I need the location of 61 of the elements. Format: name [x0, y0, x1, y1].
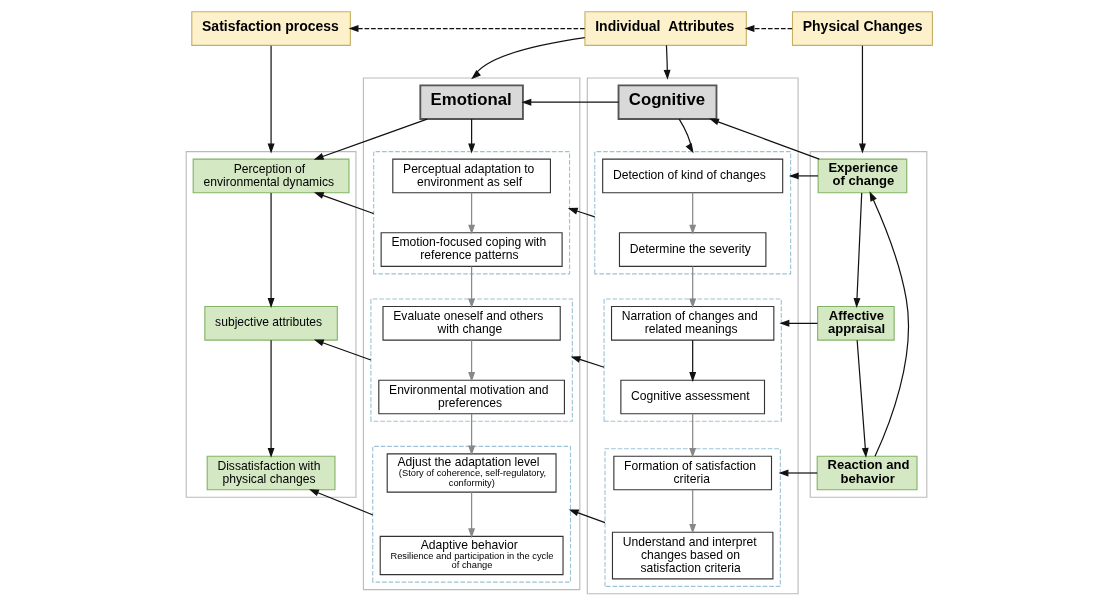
arrow: [467, 192, 475, 235]
arrow: [688, 489, 696, 534]
node-box: Cognitive assessment: [619, 379, 765, 415]
arrow: [267, 192, 275, 308]
arrow: [267, 45, 275, 154]
arrow: [467, 491, 475, 539]
arrow: [467, 413, 475, 456]
node-box: Physical Changes: [791, 11, 933, 46]
node-box: Reaction and behavior: [816, 455, 918, 491]
arrow: [688, 192, 696, 235]
arrow: [570, 356, 605, 368]
arrow: [856, 339, 869, 458]
arrow: [308, 489, 373, 516]
node-box: Environmental motivation and preferences: [377, 379, 565, 415]
arrow: [678, 118, 694, 154]
node-box: Dissatisfaction with physical changes: [206, 455, 336, 491]
node-box: Narration of changes and related meanings: [610, 305, 774, 341]
node-box: Detection of kind of changes: [601, 158, 783, 194]
arrow: [520, 98, 619, 106]
node-box: Affective appraisal: [816, 305, 895, 341]
node-box: Emotional: [418, 84, 524, 120]
cluster: [372, 151, 570, 275]
arrow: [688, 413, 696, 458]
arrow: [688, 339, 696, 382]
arrow: [708, 118, 820, 160]
arrow: [788, 172, 819, 180]
node-box: Understand and interpret changes based on satisfaction criteria: [611, 531, 773, 580]
node-box: Determine the severity: [618, 232, 766, 267]
arrow: [467, 118, 475, 154]
arrow: [567, 207, 595, 218]
node-box: Individual Attributes: [583, 11, 747, 46]
cluster: [593, 151, 791, 275]
node-box: Evaluate oneself and others with change: [381, 305, 561, 341]
arrow: [470, 37, 585, 80]
arrow: [313, 118, 428, 160]
arrow: [348, 25, 585, 32]
arrow: [467, 339, 475, 382]
arrow: [663, 44, 671, 80]
cluster: [809, 151, 927, 498]
arrow: [467, 265, 475, 309]
node-box: Formation of satisfaction criteria: [612, 455, 772, 491]
node-box: Satisfaction process: [190, 11, 351, 46]
arrow: [313, 192, 374, 215]
arrow: [778, 469, 818, 477]
arrow: [858, 45, 866, 154]
arrow: [688, 265, 696, 309]
arrow: [778, 319, 818, 327]
arrow: [853, 192, 862, 308]
node-box: Emotion-focused coping with reference patterns: [380, 232, 563, 267]
arrow: [313, 339, 371, 361]
node-box: Cognitive: [617, 84, 717, 120]
node-box: Perceptual adaptation to environment as self: [391, 158, 551, 194]
arrow: [869, 191, 909, 457]
node-box: subjective attributes: [203, 305, 338, 341]
arrow: [744, 25, 793, 32]
node-box: Adjust the adaptation level (Story of coherence, self-regulatory, conformity): [386, 453, 557, 493]
arrow: [267, 339, 275, 458]
node-box: Experience of change: [817, 158, 907, 194]
arrow: [568, 509, 606, 524]
node-box: Perception of environmental dynamics: [192, 158, 349, 194]
node-box: Adaptive behavior Resilience and participation in the cycle of change: [379, 535, 564, 576]
